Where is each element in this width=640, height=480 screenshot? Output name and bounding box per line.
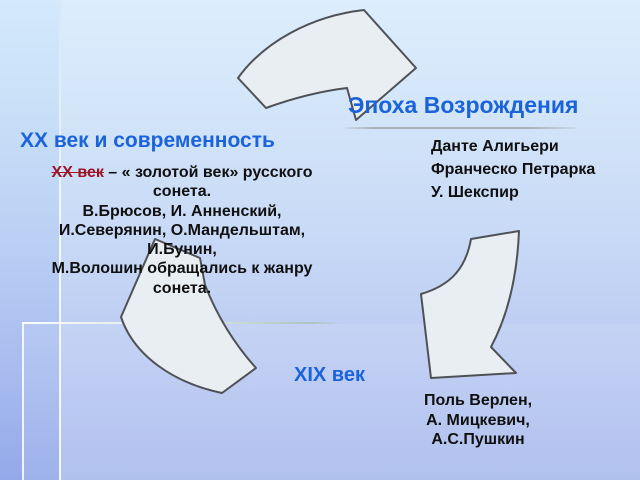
xx-century-paragraph: XX век – « золотой век» русского сонета.… bbox=[26, 163, 338, 298]
renaissance-author: У. Шекспир bbox=[431, 184, 519, 201]
curved-arrow-down-left-icon bbox=[420, 230, 520, 379]
background-vertical-line bbox=[59, 0, 61, 480]
xx-paragraph-line: XX век – « золотой век» русского bbox=[26, 163, 338, 182]
renaissance-title: Эпоха Возрождения bbox=[348, 92, 579, 118]
xx-paragraph-line: М.Волошин обращались к жанру bbox=[51, 260, 313, 278]
xx-paragraph-line: сонета. bbox=[152, 279, 212, 297]
renaissance-author: Данте Алигьери bbox=[431, 138, 559, 155]
renaissance-title-underline bbox=[345, 127, 577, 129]
xx-paragraph-line: В.Брюсов, И. Анненский, bbox=[82, 202, 282, 220]
curved-arrow-up-left-icon bbox=[120, 238, 257, 394]
background-panel-bottom bbox=[23, 324, 640, 480]
xix-author: А.С.Пушкин bbox=[431, 431, 525, 448]
xx-century-title: XX век и современность bbox=[20, 129, 275, 152]
xix-author: А. Мицкевич, bbox=[426, 411, 530, 429]
xix-author: Поль Верлен, bbox=[423, 392, 533, 409]
curved-arrow-right-icon bbox=[237, 9, 417, 121]
renaissance-author: Франческо Петрарка bbox=[431, 161, 596, 178]
xx-paragraph-line: И.Северянин, О.Мандельштам, bbox=[58, 221, 306, 239]
xix-author-list: Поль Верлен, А. Мицкевич, А.С.Пушкин bbox=[408, 391, 548, 450]
renaissance-author-list: Данте Алигьери Франческо Петрарка У. Шек… bbox=[431, 135, 595, 204]
xx-paragraph-line: И.Бунин, bbox=[147, 241, 217, 259]
xx-paragraph-line-rest: – « золотой век» русского bbox=[103, 164, 313, 181]
xix-century-title: XIX век bbox=[294, 364, 365, 386]
background-vertical-line-step bbox=[22, 322, 24, 480]
xx-highlight-strikethrough: XX век bbox=[51, 164, 104, 181]
xx-paragraph-line: сонета. bbox=[152, 183, 212, 201]
